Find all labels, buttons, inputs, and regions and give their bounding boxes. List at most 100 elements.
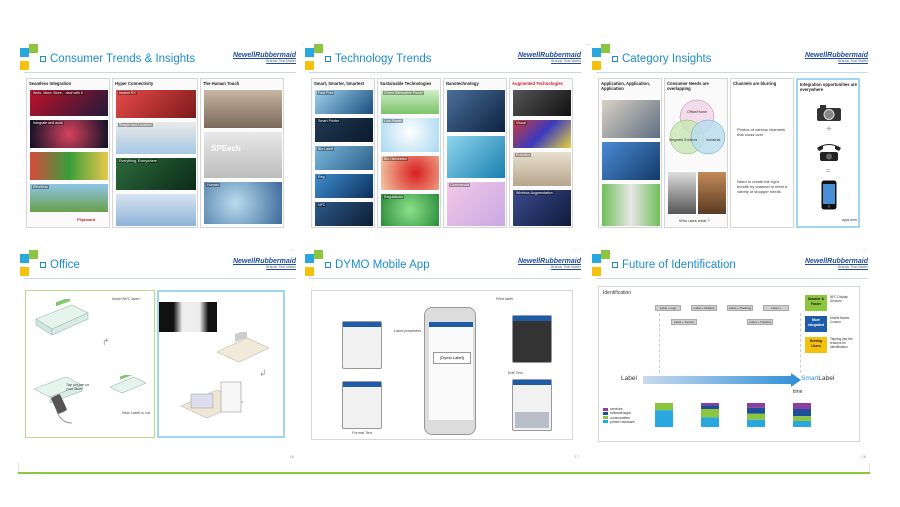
slide-title: DYMO Mobile App <box>325 259 430 271</box>
photo-tile: Integrate and work <box>29 119 109 149</box>
photo-tile <box>115 193 197 227</box>
label-maker-sketch <box>35 299 89 336</box>
box-note: Mobile Based Custom <box>830 316 850 324</box>
photo-tile: Regulations <box>380 193 440 227</box>
photo-tile: Green Alternative Power <box>380 89 440 115</box>
slide-consumer-trends[interactable]: Consumer Trends & Insights NewellRubberm… <box>18 44 302 257</box>
column-header: Integration opportunities are everywhere <box>800 82 857 92</box>
mix-bar-segment <box>793 421 811 427</box>
sketch-panel-left: Insert NFC label ↱ Tap phone on your lab… <box>25 290 155 438</box>
photo-tile: Everything, Everywhere <box>115 157 197 191</box>
logo-square-green <box>29 250 38 259</box>
column-seamless: Seamless Integration Work, More, More...… <box>26 78 110 228</box>
brand-name: NewellRubbermaid <box>517 258 581 265</box>
bullet-icon <box>612 261 618 268</box>
logo-square-blue <box>592 254 601 263</box>
logo-square-yellow <box>305 61 314 70</box>
column-header: The Human Touch <box>203 81 240 86</box>
arrow-icon: ↲ <box>259 368 267 378</box>
legend-item: consumables <box>603 416 635 420</box>
timeline-guides <box>659 313 801 373</box>
sheet-bottom-rule <box>18 472 870 474</box>
logo-square-green <box>314 44 323 53</box>
legend: services software/apps consumables print… <box>603 407 635 424</box>
tile-label: Human <box>206 183 220 187</box>
sketch-annotation: New Label is cut <box>122 411 150 415</box>
label-tag: Label + Authentication <box>763 305 789 311</box>
label-tag: Label + Tracking <box>727 305 753 311</box>
column-header: Seamless Integration <box>29 81 72 86</box>
photo-tile <box>601 99 661 139</box>
photo-tile <box>667 171 697 215</box>
photo-tile: Commercial <box>446 181 506 227</box>
logo-square-green <box>601 250 610 259</box>
tile-label: Work, More, More... deal with it <box>32 91 84 95</box>
equals-sign: = <box>826 166 831 175</box>
mix-bar-segment <box>747 419 765 427</box>
slide-title-text: DYMO Mobile App <box>335 259 430 271</box>
arrow-label-start: Label <box>621 375 637 382</box>
wireframe-annotation: Edit Text <box>508 371 523 375</box>
label-tag: Label + logo <box>655 305 681 311</box>
roadmap-subtitle: Identification <box>603 290 632 296</box>
box-note: Tapping into the reasons for identificat… <box>830 337 853 349</box>
legend-item: printer hardware <box>603 420 635 424</box>
logo-square-green <box>601 44 610 53</box>
sketch-panel-right: ↲ <box>157 290 285 438</box>
brand-tagline: Brands That Matter <box>266 265 296 269</box>
photo-tile: Wireless Augmentation <box>512 189 572 227</box>
wireframe-annotation: Print label <box>496 297 513 301</box>
column-header: Nanotechnology <box>446 81 479 86</box>
column-human-touch: The Human Touch SPEech Human <box>200 78 284 228</box>
column-header: Channels are blurring <box>733 81 777 86</box>
column-consumer-needs: Consumer Needs are overlapping Office/Ho… <box>664 78 728 228</box>
venn-label: Integrated Solutions <box>669 138 698 142</box>
logo-square-yellow <box>305 267 314 276</box>
column-application: Application, Application, Application <box>598 78 662 228</box>
photo-tile: Bio Harvested <box>380 155 440 191</box>
tile-label: Effortless <box>32 185 49 189</box>
slide-title: Category Insights <box>612 53 712 65</box>
logo-square-yellow <box>592 267 601 276</box>
photo-tile: Work, More, More... deal with it <box>29 89 109 117</box>
column-hyper-connectivity: Hyper Connectivity Instant RX Simple and… <box>112 78 198 228</box>
tile-label: Wireless Augmentation <box>515 191 554 195</box>
office-sketch <box>180 381 244 419</box>
phone-screen: [Dymo Label] <box>429 322 473 420</box>
column-header: Hyper Connectivity <box>115 81 154 86</box>
brand-tagline: Brands That Matter <box>838 265 868 269</box>
column-integration: Integration opportunities are everywhere… <box>796 78 860 228</box>
photo-tile <box>512 89 572 117</box>
slide-title: Office <box>40 259 80 271</box>
brand-name: NewellRubbermaid <box>517 52 581 59</box>
photo-tile: Robotics <box>512 151 572 187</box>
tile-label: Regulations <box>383 195 404 199</box>
bundle-note: Need to create the right bundle by chann… <box>737 179 788 194</box>
brand-tagline: Brands That Matter <box>266 59 296 63</box>
tile-label: Bio Harvested <box>383 157 408 161</box>
phone-main: [Dymo Label] <box>424 307 476 435</box>
wireframe-annotation: Format Text <box>352 431 373 435</box>
mix-bar-segment <box>701 417 719 427</box>
label-preview: [Dymo Label] <box>433 352 471 364</box>
slide-future-identification[interactable]: Future of Identification NewellRubbermai… <box>590 250 874 463</box>
slide-title-text: Future of Identification <box>622 259 736 271</box>
mix-bar-segment <box>655 410 673 427</box>
sketch-annotation: Tap phone on your label <box>66 383 90 391</box>
logo-square-blue <box>20 48 29 57</box>
mix-bar-segment <box>701 405 719 409</box>
page-number: 18 <box>861 454 866 459</box>
tile-label: Reg <box>317 175 326 179</box>
column-channels: Channels are blurring Photos of various … <box>730 78 794 228</box>
legend-item: software/apps <box>603 411 635 415</box>
bullet-icon <box>40 55 46 62</box>
logo-square-blue <box>305 48 314 57</box>
mix-bar-segment <box>701 409 719 418</box>
photo-tile <box>29 151 109 181</box>
